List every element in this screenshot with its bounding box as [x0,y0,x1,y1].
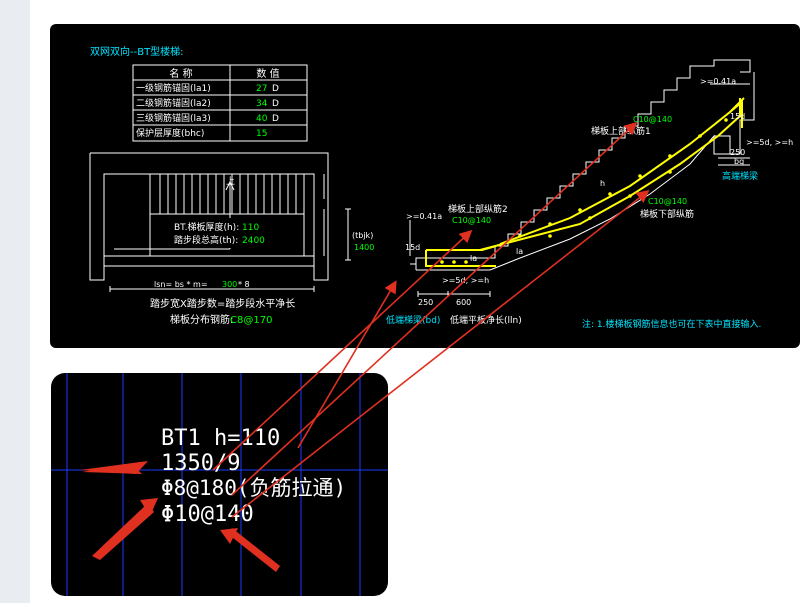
table-header-value: 数 值 [256,67,279,80]
lsn-value: 300 [222,280,237,289]
low-end-beam-label: 低端梯梁(bd) [386,314,440,326]
upper-long-bar-1-label: 梯板上部纵筋1 [591,125,651,137]
diagram-note: 注: 1.楼梯板钢筋信息也可在下表中直接输入. [582,318,761,330]
dim-5d-left: >=5d, >=h [442,276,489,285]
tbjk-label: (tbjk) [352,231,373,240]
stair-diagram-svg: 双网双向--BT型楼梯: 名 称 数 值 一级钢筋锚固(la1) 27 D 二级… [89,45,793,330]
span-label: 1350/9 [161,451,240,476]
negative-bar-label: Φ8@180(负筋拉通) [161,476,346,500]
tread-formula: 踏步宽X踏步数=踏步段水平净长 [150,297,295,310]
table-row-value: 34 [256,99,268,109]
left-anchor-label: >=0.41a [406,212,442,221]
bt1-label: BT1 h=110 [161,426,280,451]
dim-600: 600 [456,298,471,307]
table-row-unit: D [272,99,279,109]
table-row-unit: D [272,114,279,124]
diagram-title: 双网双向--BT型楼梯: [90,45,184,58]
distribution-bar-label: 梯板分布钢筋: [170,313,233,326]
stair-reinforcement-diagram: 双网双向--BT型楼梯: 名 称 数 值 一级钢筋锚固(la1) 27 D 二级… [50,24,800,348]
distribution-bar-value: C8@170 [230,315,272,326]
parameter-table [132,64,308,142]
dim-250-top: 250 [730,148,745,157]
table-row-unit: D [272,84,279,94]
dim-250-left: 250 [418,298,433,307]
table-row-name: 一级钢筋锚固(la1) [136,82,211,94]
left-sidebar-strip [0,0,30,603]
upper-long-bar-2-label: 梯板上部纵筋2 [448,203,508,215]
table-header-name: 名 称 [169,67,192,80]
left-bar-label: C10@140 [452,216,491,225]
dim-la-2: la [470,254,477,263]
thickness-value: 110 [242,223,259,233]
dim-5d-top: >=5d, >=h [746,138,793,147]
height-value: 2400 [242,236,265,246]
top-bar-label: C10@140 [633,115,672,124]
dim-15d-left: 15d [405,243,420,252]
cad-annotation-svg: BT1 h=110 1350/9 Φ8@180(负筋拉通) Φ10@140 [51,373,388,596]
table-row-name: 三级钢筋锚固(la3) [136,112,211,124]
top-anchor-label: >=0.41a [700,77,736,86]
stair-section-view [409,59,755,297]
lsn-suffix: * 8 [238,280,250,289]
table-row-value: 40 [256,114,268,124]
dim-15d-top: 15d [730,112,745,121]
low-slab-label: 低端平板净长(lln) [450,314,522,326]
table-row-value: 27 [256,84,267,94]
table-row-value: 15 [256,129,267,139]
dim-bg: bg [734,157,744,166]
yellow-rebar [425,97,745,267]
height-label: 踏步段总高(th): [174,234,238,246]
yellow-rebar-dots [440,118,728,264]
table-row-name: 保护层厚度(bhc) [136,127,204,139]
table-row-name: 二级钢筋锚固(la2) [136,97,211,109]
dim-la-1: la [516,247,523,256]
high-end-beam-label: 高端梯梁 [722,170,758,182]
thickness-label: BT.梯板厚度(h): [174,221,239,233]
lsn-prefix: lsn= bs * m= [154,280,208,289]
h-mark: h [600,179,605,188]
tbjk-value: 1400 [354,243,374,252]
main-bar-label: Φ10@140 [161,502,254,527]
lower-long-bar-label: 梯板下部纵筋 [640,208,694,220]
cad-annotation-view: BT1 h=110 1350/9 Φ8@180(负筋拉通) Φ10@140 [51,373,388,596]
bottom-bar-label: C10@140 [648,197,687,206]
up-mark: 上 [226,176,235,187]
